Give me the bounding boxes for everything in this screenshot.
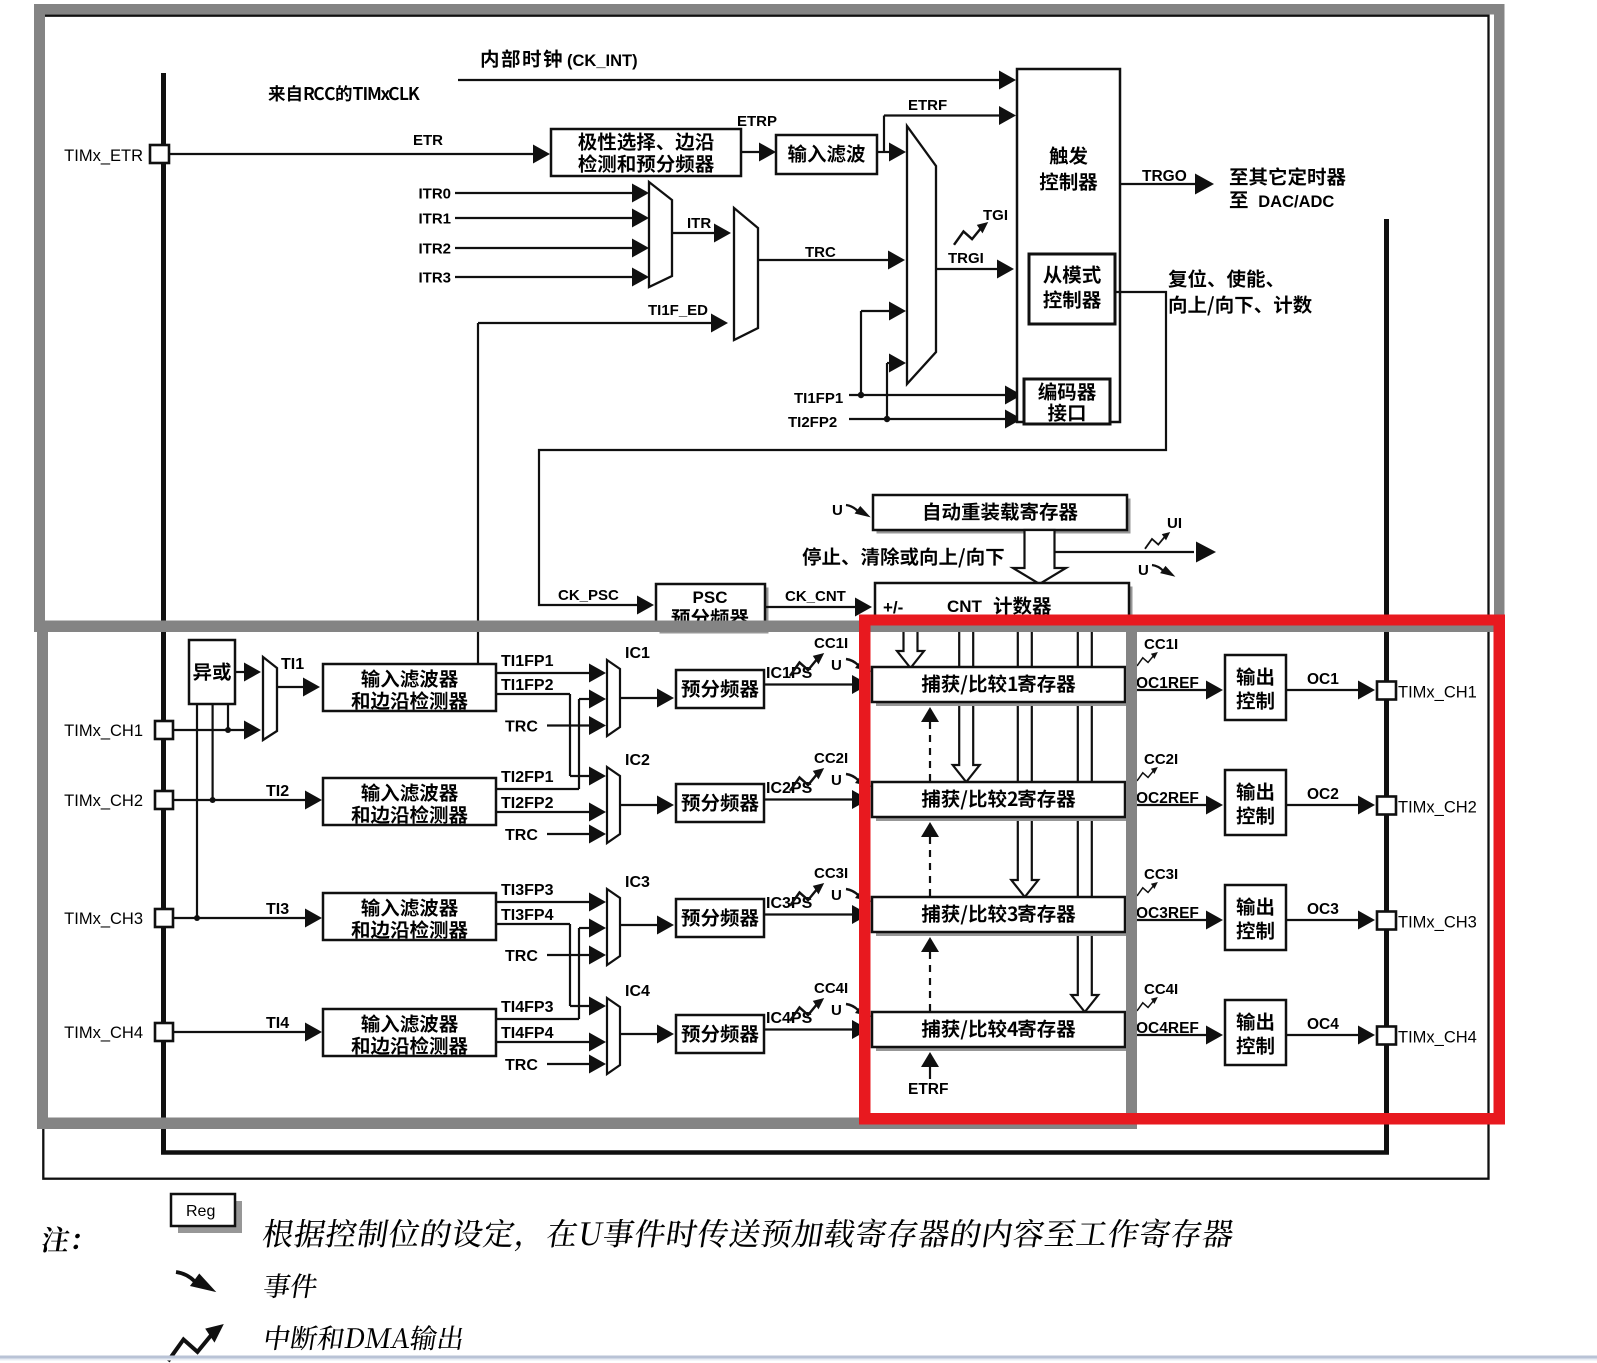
svg-text:TI4FP3: TI4FP3: [501, 999, 554, 1016]
svg-text:PSC: PSC: [693, 588, 728, 607]
svg-text:TRC: TRC: [505, 719, 538, 736]
svg-text:CNT: CNT: [947, 597, 983, 616]
svg-text:TI2: TI2: [266, 783, 289, 800]
svg-text:TIMx_CH2: TIMx_CH2: [64, 792, 143, 810]
svg-text:U: U: [831, 1002, 842, 1019]
svg-text:IC4: IC4: [625, 983, 650, 1000]
svg-text:TIMx_CH3: TIMx_CH3: [1398, 914, 1477, 932]
svg-text:UI: UI: [1167, 515, 1182, 532]
svg-text:TI2FP2: TI2FP2: [788, 414, 837, 431]
svg-text:CC1I: CC1I: [1144, 636, 1178, 653]
svg-text:OC3REF: OC3REF: [1136, 905, 1199, 922]
svg-text:ITR0: ITR0: [418, 186, 451, 203]
svg-text:TIMx_CH4: TIMx_CH4: [1398, 1029, 1477, 1047]
svg-text:OC1: OC1: [1307, 671, 1339, 688]
svg-text:CC3I: CC3I: [814, 865, 848, 882]
svg-text:IC2: IC2: [625, 752, 650, 769]
svg-text:TIMx_ETR: TIMx_ETR: [64, 147, 143, 165]
svg-text:U: U: [1138, 562, 1149, 579]
svg-text:CC4I: CC4I: [814, 980, 848, 997]
svg-text:TI1FP1: TI1FP1: [794, 390, 843, 407]
svg-text:ITR2: ITR2: [418, 241, 451, 258]
svg-text:+/-: +/-: [883, 598, 903, 617]
svg-text:IC2PS: IC2PS: [766, 780, 813, 797]
svg-text:ETR: ETR: [413, 132, 443, 149]
svg-text:TRGI: TRGI: [948, 250, 984, 267]
svg-text:IC1PS: IC1PS: [766, 665, 813, 682]
svg-text:ETRP: ETRP: [737, 113, 777, 130]
svg-text:OC4REF: OC4REF: [1136, 1020, 1199, 1037]
svg-text:TI2FP1: TI2FP1: [501, 769, 554, 786]
svg-text:TI1F_ED: TI1F_ED: [648, 302, 708, 319]
svg-text:TI4FP4: TI4FP4: [501, 1025, 554, 1042]
svg-text:CC2I: CC2I: [1144, 751, 1178, 768]
svg-text:CC2I: CC2I: [814, 750, 848, 767]
svg-text:TGI: TGI: [983, 207, 1008, 224]
svg-text:TRGO: TRGO: [1142, 168, 1187, 185]
svg-text:TRC: TRC: [505, 1057, 538, 1074]
svg-text:ETRF: ETRF: [908, 1081, 948, 1098]
svg-text:ITR1: ITR1: [418, 211, 451, 228]
svg-text:TIMx_CH1: TIMx_CH1: [64, 722, 143, 740]
svg-text:U: U: [832, 502, 843, 519]
svg-text:TIMx_CH2: TIMx_CH2: [1398, 799, 1477, 817]
svg-text:TI3: TI3: [266, 901, 289, 918]
svg-text:TI4: TI4: [266, 1015, 289, 1032]
svg-text:ITR3: ITR3: [418, 270, 451, 287]
svg-text:DAC/ADC: DAC/ADC: [1258, 193, 1334, 211]
svg-text:ETRF: ETRF: [908, 97, 947, 114]
svg-text:CC1I: CC1I: [814, 635, 848, 652]
svg-text:TIMx_CH1: TIMx_CH1: [1398, 684, 1477, 702]
svg-text:TIMx_CH3: TIMx_CH3: [64, 910, 143, 928]
svg-text:CK_PSC: CK_PSC: [558, 587, 619, 604]
svg-text:IC1: IC1: [625, 645, 650, 662]
svg-text:OC3: OC3: [1307, 901, 1339, 918]
svg-text:OC4: OC4: [1307, 1016, 1339, 1033]
svg-text:U: U: [831, 887, 842, 904]
svg-text:TI1: TI1: [281, 656, 304, 673]
svg-text:CC3I: CC3I: [1144, 866, 1178, 883]
svg-text:(CK_INT): (CK_INT): [567, 52, 638, 70]
svg-text:TRC: TRC: [505, 827, 538, 844]
svg-text:CC4I: CC4I: [1144, 981, 1178, 998]
svg-text:TIMx_CH4: TIMx_CH4: [64, 1024, 143, 1042]
svg-text:TRC: TRC: [805, 244, 836, 261]
svg-text:TI3FP3: TI3FP3: [501, 882, 554, 899]
svg-text:TI1FP1: TI1FP1: [501, 653, 554, 670]
svg-text:OC1REF: OC1REF: [1136, 675, 1199, 692]
svg-text:IC3: IC3: [625, 874, 650, 891]
svg-text:TRC: TRC: [505, 948, 538, 965]
svg-text:TI2FP2: TI2FP2: [501, 795, 554, 812]
svg-text:ITR: ITR: [687, 215, 711, 232]
svg-text:U: U: [831, 772, 842, 789]
svg-text:U: U: [831, 657, 842, 674]
svg-text:IC3PS: IC3PS: [766, 895, 813, 912]
svg-text:TI1FP2: TI1FP2: [501, 677, 554, 694]
svg-text:IC4PS: IC4PS: [766, 1010, 813, 1027]
svg-text:OC2REF: OC2REF: [1136, 790, 1199, 807]
svg-text:Reg: Reg: [186, 1203, 215, 1220]
svg-text:OC2: OC2: [1307, 786, 1339, 803]
svg-text:TI3FP4: TI3FP4: [501, 907, 554, 924]
svg-text:CK_CNT: CK_CNT: [785, 588, 846, 605]
